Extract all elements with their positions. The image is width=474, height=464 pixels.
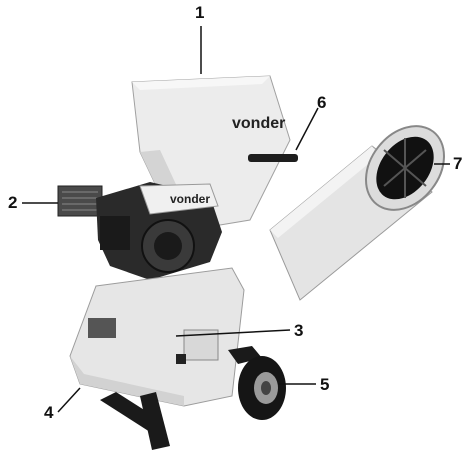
wheel (238, 356, 286, 420)
handle (248, 154, 298, 162)
callout-4: 4 (44, 403, 54, 422)
discharge-chute (269, 125, 445, 301)
callout-lines (22, 26, 450, 413)
main-housing (69, 267, 245, 407)
hopper-brand-label: vonder (232, 115, 285, 132)
callout-1: 1 (195, 3, 205, 22)
engine: vonder (57, 182, 222, 280)
engine-brand-label: vonder (170, 192, 210, 206)
callout-3: 3 (294, 321, 304, 340)
warning-label (88, 318, 116, 338)
chute-outlet-grille (383, 138, 427, 198)
callout-6: 6 (317, 93, 327, 112)
callout-7: 7 (453, 154, 463, 173)
callout-2: 2 (8, 193, 18, 212)
callout-5: 5 (320, 375, 330, 394)
